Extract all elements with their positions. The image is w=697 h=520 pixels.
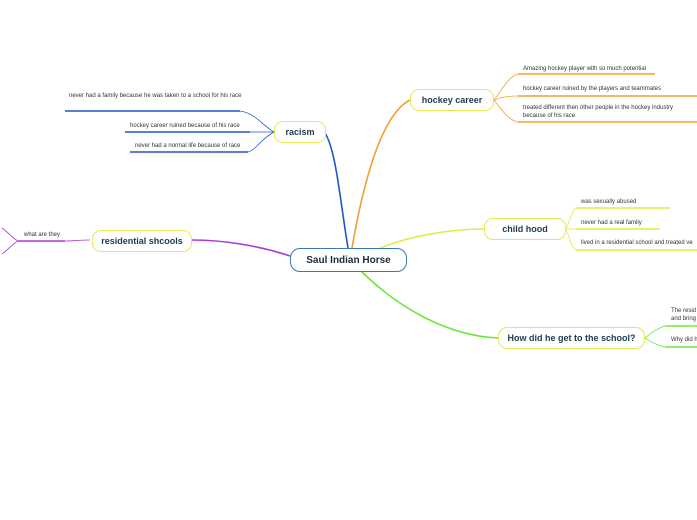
topic-racism[interactable]: racism [274,121,326,143]
central-node[interactable]: Saul Indian Horse [290,248,407,272]
residential-item-1: what are they [24,232,61,238]
topic-how-did-he-get-to-school[interactable]: How did he get to the school? [498,327,645,349]
racism-item-1: never had a family because he was taken … [69,93,242,99]
hockey-item-1: Amazing hockey player with so much poten… [523,66,647,72]
topic-child-hood-label: child hood [502,224,548,234]
childhood-item-3: lived in a residential school and treate… [581,240,693,246]
link-hockey [351,99,411,249]
school-item-2: and bring [671,316,697,322]
topic-residential-schools[interactable]: residential shcools [92,230,192,252]
link-residential [191,239,291,257]
racism-item-2: hockey career ruined because of his race [130,123,240,129]
central-node-label: Saul Indian Horse [306,254,391,266]
racism-item-3: never had a normal life because of race [135,143,241,149]
link-school [359,269,499,339]
topic-child-hood[interactable]: child hood [484,218,566,240]
childhood-item-1: was sexually abused [581,199,637,205]
childhood-item-2: never had a real family [581,220,642,226]
topic-racism-label: racism [285,127,315,137]
topic-residential-schools-label: residential shcools [101,236,183,246]
topic-hockey-career[interactable]: hockey career [410,89,494,111]
topic-how-did-he-get-to-school-label: How did he get to the school? [507,333,636,343]
link-racism [324,132,349,249]
school-item-1: The resid [671,308,697,314]
link-childhood [379,228,485,249]
hockey-item-3: treated different then other people in t… [523,105,673,119]
topic-hockey-career-label: hockey career [421,95,483,105]
hockey-item-2: hockey career ruined by the players and … [523,86,662,92]
school-item-3: Why did h [671,337,697,343]
